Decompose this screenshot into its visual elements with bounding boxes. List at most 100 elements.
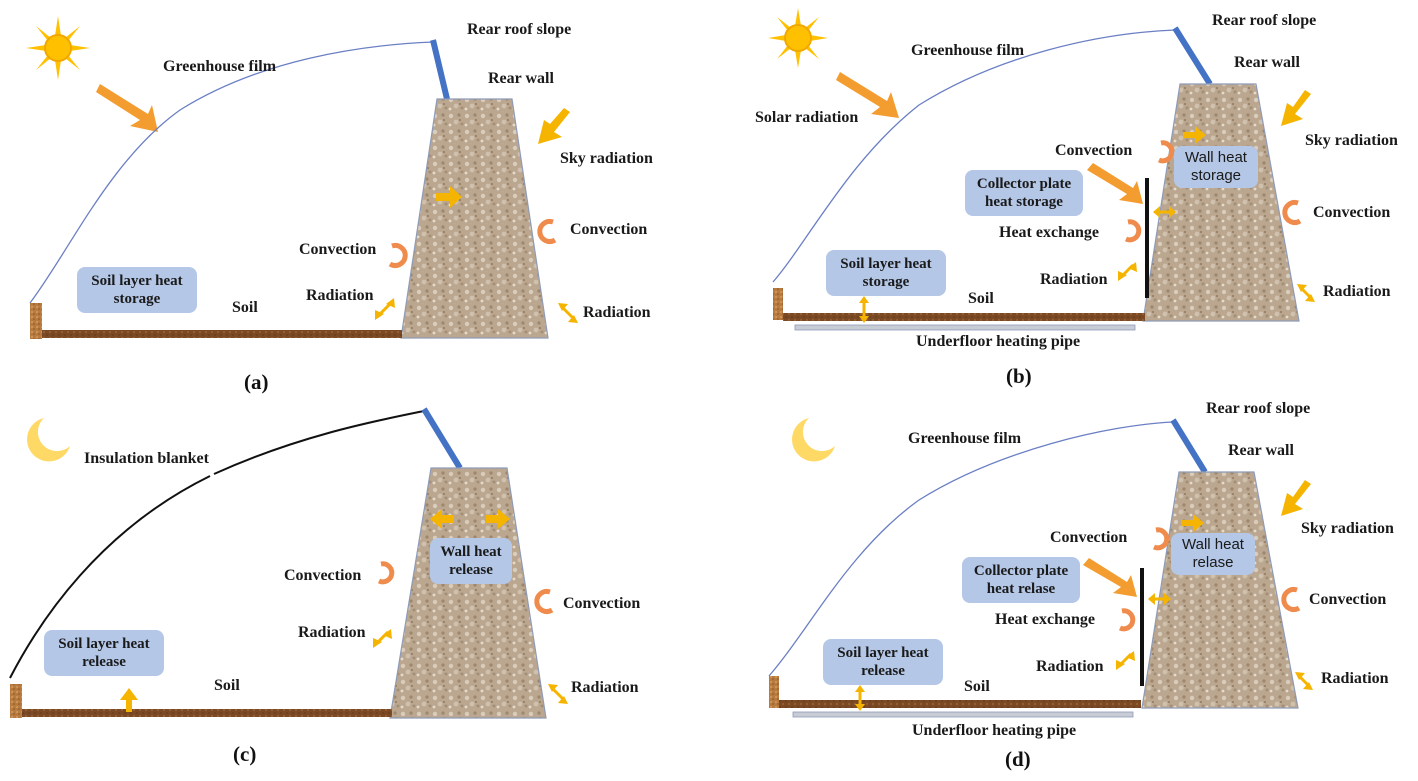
label-sky-radiation: Sky radiation [1305,132,1398,149]
sun-icon [26,16,90,80]
wall-heat-arrow [436,186,462,208]
radiation-arrow [1118,262,1137,281]
radiation-arrow [375,298,395,320]
label-solar-radiation: Solar radiation [755,109,859,126]
panel-b-art [768,8,1315,331]
front-post [773,288,783,320]
sun-icon [768,8,828,68]
wall-heat-arrow [1181,514,1204,532]
rear-roof-slope-line [1170,418,1208,474]
label-radiation-left: Radiation [306,287,374,304]
convection-icon [1152,527,1170,551]
label-insulation-blanket: Insulation blanket [84,450,209,467]
radiation-arrow [1297,284,1315,302]
radiation-arrow [548,684,568,704]
front-post [30,303,42,339]
moon-icon [27,418,71,462]
rear-wall-shape [1141,471,1299,709]
greenhouse-film-line [772,29,1176,283]
label-radiation-right: Radiation [583,304,651,321]
soil-layer-heat-release-box: Soil layer heat release [823,639,943,685]
soil-strip [22,709,392,717]
label-radiation-left: Radiation [1036,658,1104,675]
soil-heat-arrow [859,296,869,323]
radiation-arrow [1116,651,1135,670]
collector-plate-heat-release-box: Collector plate heat relase [962,557,1080,603]
label-greenhouse-film: Greenhouse film [163,58,277,75]
radiation-arrow [1295,672,1313,690]
rear-wall-shape [1142,83,1300,322]
label-convection-right: Convection [1309,591,1387,608]
convection-icon [1282,200,1302,225]
collector-arrow [1083,558,1137,597]
rear-roof-slope-line [1172,26,1213,86]
moon-icon [792,418,835,462]
radiation-arrow [373,629,392,648]
label-radiation-right: Radiation [1321,670,1389,687]
sky-radiation-arrow [1281,480,1311,516]
front-post [10,684,22,718]
label-convection-left: Convection [284,567,362,584]
panel-b-letter: (b) [1006,364,1032,388]
convection-icon [388,243,408,268]
panel-c-art [9,407,568,719]
rear-roof-slope-line [421,407,463,470]
solar-ray-arrow [96,84,158,132]
label-underfloor-heating-pipe: Underfloor heating pipe [916,333,1081,350]
label-rear-wall: Rear wall [488,70,554,87]
underfloor-heating-pipe [792,711,1134,718]
soil-layer-heat-release-box: Soil layer heat release [44,630,164,676]
front-post [769,676,779,708]
convection-icon [1281,587,1301,612]
rear-roof-slope-line [430,39,450,100]
insulation-blanket-line [9,475,211,679]
label-radiation-left: Radiation [1040,271,1108,288]
wall-release-arrow-left [430,509,454,529]
label-rear-wall: Rear wall [1228,442,1294,459]
panel-a-art [26,16,578,339]
wall-heat-release-box: Wall heat release [430,538,512,584]
collector-plate-heat-storage-box: Collector plate heat storage [965,170,1083,216]
label-greenhouse-film: Greenhouse film [908,430,1022,447]
label-rear-roof-slope: Rear roof slope [1212,12,1317,29]
panel-c-letter: (c) [233,742,257,766]
label-radiation-right: Radiation [1323,283,1391,300]
label-rear-roof-slope: Rear roof slope [467,21,572,38]
convection-icon [537,219,557,244]
label-soil: Soil [214,677,240,694]
label-greenhouse-film: Greenhouse film [911,42,1025,59]
panel-a-letter: (a) [244,370,269,394]
soil-strip [783,313,1145,321]
label-radiation-left: Radiation [298,624,366,641]
insulation-blanket-line [213,410,425,475]
label-convection-right: Convection [1313,204,1391,221]
solar-ray-arrow [836,72,899,118]
convection-icon [1157,140,1175,164]
greenhouse-film-line [29,41,434,304]
panel-b: Rear roof slope Greenhouse film Rear wal… [709,0,1418,390]
panel-c: Insulation blanket Convection Convection… [0,390,709,780]
label-convection-top: Convection [1050,529,1128,546]
sky-radiation-arrow [1281,90,1311,126]
soil-layer-heat-storage-box: Soil layer heat storage [77,267,197,313]
soil-layer-heat-storage-box: Soil layer heat storage [826,250,946,296]
rear-wall-shape [389,467,547,719]
label-convection-top: Convection [1055,142,1133,159]
label-underfloor-heating-pipe: Underfloor heating pipe [912,722,1077,739]
panel-a: Rear roof slope Greenhouse film Rear wal… [0,0,709,394]
sky-radiation-arrow [538,108,570,144]
label-rear-wall: Rear wall [1234,54,1300,71]
label-convection-right: Convection [570,221,648,238]
label-sky-radiation: Sky radiation [1301,520,1394,537]
panel-d-letter: (d) [1005,747,1031,771]
solar-to-collector-arrow [1087,163,1143,204]
panel-d: Rear roof slope Greenhouse film Rear wal… [709,390,1418,780]
soil-strip [779,700,1141,708]
underfloor-heating-pipe [794,324,1136,331]
label-heat-exchange: Heat exchange [995,611,1095,628]
label-heat-exchange: Heat exchange [999,224,1099,241]
wall-heat-storage-box: Wall heat storage [1174,146,1258,188]
convection-icon [534,589,554,614]
heat-exchange-arrow [1153,206,1176,218]
panel-d-art [768,418,1313,718]
